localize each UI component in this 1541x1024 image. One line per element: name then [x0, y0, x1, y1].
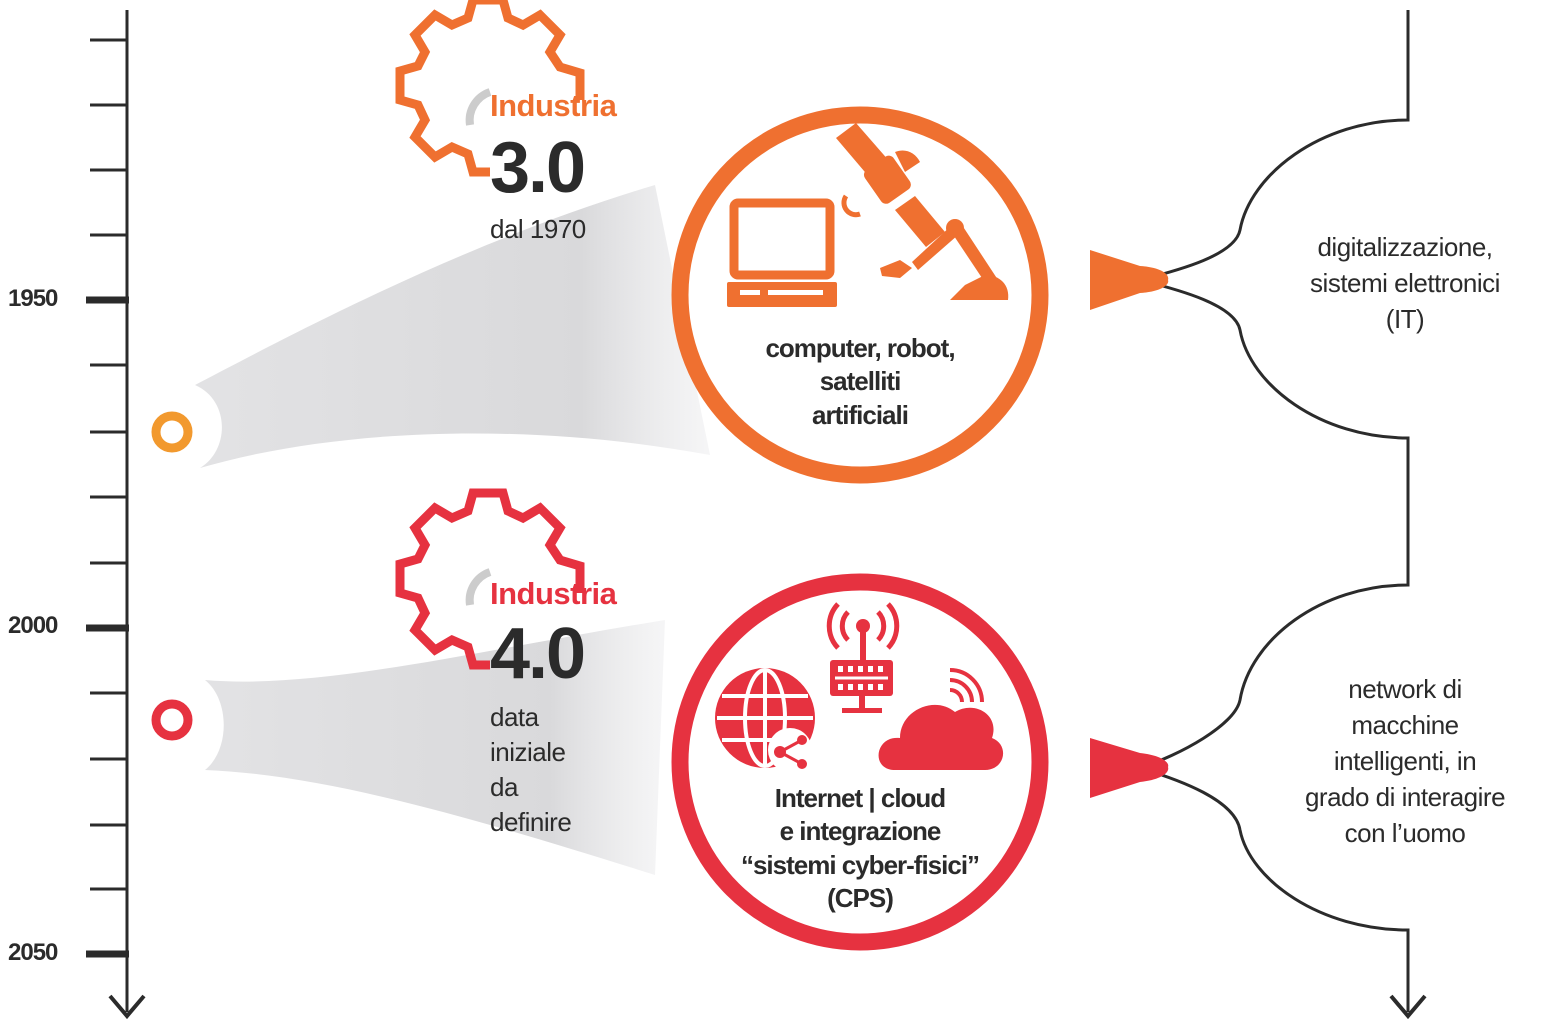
era-3-desc-line: sistemi elettronici — [1310, 267, 1500, 298]
era-3-tech-line: computer, robot, — [765, 333, 955, 363]
era-4-start-line: iniziale — [490, 737, 566, 768]
era-3-version: 3.0 — [490, 128, 586, 208]
era-4-description: network di macchine intelligenti, in gra… — [1270, 672, 1540, 851]
era-3-description: digitalizzazione, sistemi elettronici (I… — [1270, 230, 1540, 338]
era-4-desc-line: grado di interagire — [1304, 781, 1506, 812]
axis-label-1950: 1950 — [8, 285, 58, 312]
era-4-pointer — [1090, 738, 1169, 798]
era-3-marker — [151, 411, 193, 453]
era-4-desc-line: network di — [1348, 674, 1462, 704]
era-3-start: dal 1970 — [490, 214, 586, 244]
era-3-beam — [195, 185, 710, 468]
axis-label-2050: 2050 — [8, 939, 58, 966]
right-brace — [1134, 10, 1427, 1020]
era-4-tech-line: (CPS) — [827, 882, 894, 913]
era-4-tech-line: Internet | cloud — [774, 783, 946, 813]
era-4-title: Industria — [490, 576, 617, 611]
era-3-title: Industria — [490, 88, 617, 123]
era-3-tech-line: satelliti — [819, 366, 902, 397]
cloud-icon — [878, 668, 1004, 770]
era-4-tech-line: e integrazione — [779, 816, 942, 847]
era-4-technologies: Internet | cloud e integrazione “sistemi… — [700, 782, 1020, 915]
antenna-server-icon — [826, 602, 900, 713]
era-4-desc-line: con l’uomo — [1344, 817, 1466, 848]
era-3-desc-line: (IT) — [1385, 303, 1425, 334]
globe-network-icon — [715, 668, 815, 772]
gear-4-icon — [395, 488, 585, 670]
gear-3-icon — [395, 0, 585, 177]
era-4-start-line: da — [490, 772, 518, 803]
satellite-icon — [836, 123, 945, 247]
era-4-beam — [205, 620, 665, 875]
era-3-desc-line: digitalizzazione, — [1317, 232, 1493, 262]
computer-icon — [727, 198, 837, 307]
time-axis — [86, 10, 146, 1020]
era-4-start: data iniziale da definire — [490, 700, 572, 840]
era-3-technologies: computer, robot, satelliti artificiali — [710, 332, 1010, 432]
era-4-marker — [151, 699, 193, 741]
era-3-pointer — [1090, 250, 1169, 310]
era-4-desc-line: macchine — [1351, 709, 1459, 740]
robot-arm-icon — [880, 219, 1009, 300]
era-4-start-line: definire — [490, 807, 572, 838]
era-4-desc-line: intelligenti, in — [1333, 745, 1477, 776]
era-4-start-line: data — [490, 702, 539, 732]
axis-label-2000: 2000 — [8, 612, 58, 639]
era-4-tech-line: “sistemi cyber-fisici” — [740, 849, 980, 880]
era-3-tech-line: artificiali — [812, 399, 909, 430]
era-4-version: 4.0 — [490, 614, 586, 694]
